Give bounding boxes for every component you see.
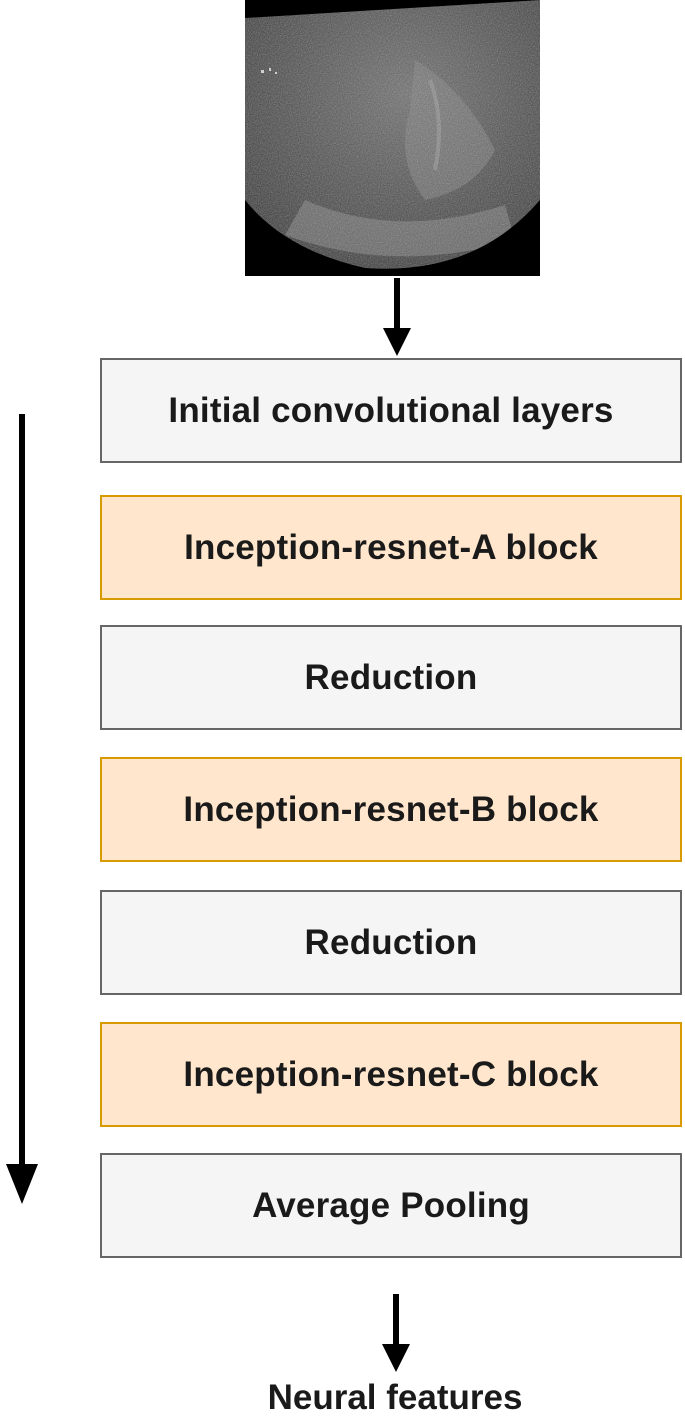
output-arrow (382, 1294, 410, 1372)
block-inception-resnet-b: Inception-resnet-B block (100, 757, 682, 862)
input-arrow (383, 278, 411, 356)
block-reduction-1: Reduction (100, 625, 682, 730)
block-inception-resnet-c: Inception-resnet-C block (100, 1022, 682, 1127)
block-inception-resnet-a: Inception-resnet-A block (100, 495, 682, 600)
block-reduction-2: Reduction (100, 890, 682, 995)
block-average-pooling: Average Pooling (100, 1153, 682, 1258)
ultrasound-image (245, 0, 540, 276)
flow-direction-arrow (6, 414, 38, 1204)
output-label: Neural features (267, 1378, 523, 1417)
block-initial-conv: Initial convolutional layers (100, 358, 682, 463)
